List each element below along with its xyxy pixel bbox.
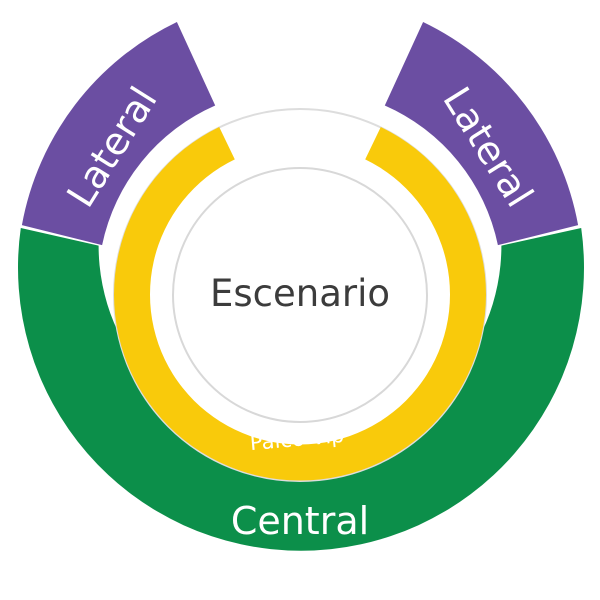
stage-circle [172, 167, 428, 423]
lateral-right-section[interactable] [384, 22, 579, 246]
stage-label: Escenario [210, 272, 390, 315]
central-section[interactable] [17, 228, 584, 551]
central-label: Central [231, 499, 369, 543]
lateral-left-section[interactable] [21, 22, 216, 246]
